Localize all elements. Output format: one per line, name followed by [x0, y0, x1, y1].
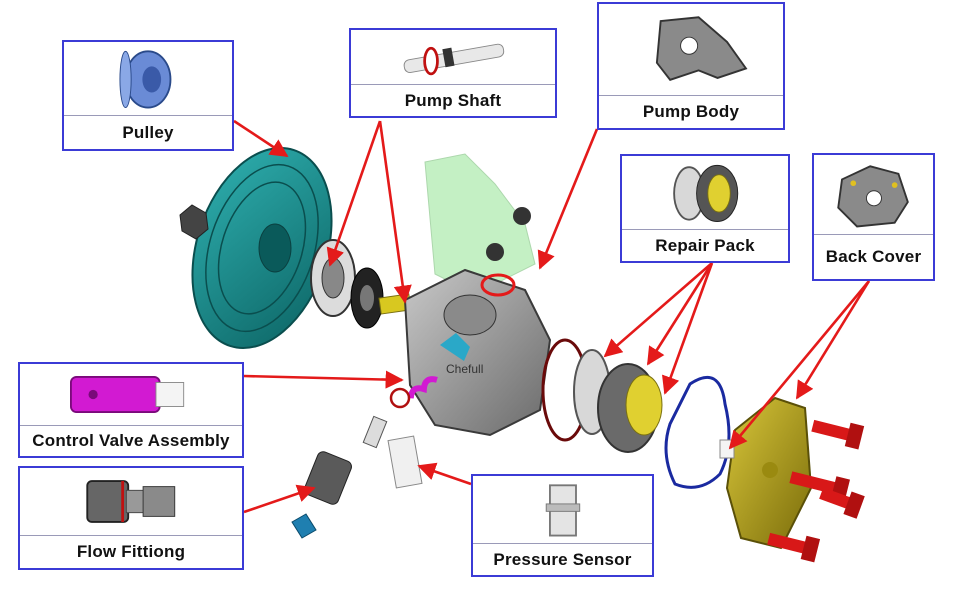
arrow-repair-pack-2 [646, 262, 714, 366]
pulley-part [179, 147, 333, 349]
pulley-thumbnail [64, 42, 232, 116]
bolts [767, 419, 865, 563]
arrow-pulley [233, 119, 289, 158]
callout-pressure-sensor: Pressure Sensor [471, 474, 654, 577]
callout-arrows [233, 119, 871, 514]
arrow-pump-body [537, 128, 599, 270]
pressure-sensor-part [387, 435, 423, 489]
fitting-parts [291, 415, 388, 539]
callout-pump-shaft: Pump Shaft [349, 28, 557, 118]
callout-back-cover: Back Cover [812, 153, 935, 281]
arrow-back-cover-2 [795, 280, 871, 400]
gasket-part [664, 375, 731, 489]
watermark-text: Chefull [446, 362, 484, 376]
pulley-label: Pulley [122, 122, 174, 142]
control-valve-thumbnail [20, 364, 242, 426]
pump-shaft-label: Pump Shaft [404, 90, 502, 110]
arrow-pressure-sensor [417, 462, 472, 486]
arrow-pump-shaft-2 [378, 120, 412, 304]
callout-repair-pack: Repair Pack [620, 154, 790, 263]
pump-body-thumbnail [599, 4, 783, 96]
callout-control-valve: Control Valve Assembly [18, 362, 244, 458]
arrow-pump-shaft-1 [326, 120, 382, 267]
callout-flow-fitting: Flow Fittiong [18, 466, 244, 570]
pump-body-part [403, 153, 552, 437]
pressure-sensor-label: Pressure Sensor [493, 549, 632, 569]
pump-shaft-thumbnail [351, 30, 555, 85]
callout-pump-body: Pump Body [597, 2, 785, 130]
bearing-part [310, 239, 384, 329]
back-cover-label: Back Cover [825, 247, 922, 266]
repair-pack-thumbnail [622, 156, 788, 230]
callout-pulley: Pulley [62, 40, 234, 151]
arrow-back-cover-1 [728, 280, 870, 450]
back-cover-thumbnail [814, 155, 933, 235]
flow-fitting-thumbnail [20, 468, 242, 536]
arrow-repair-pack-3 [662, 262, 714, 395]
repair-pack-part [541, 338, 663, 453]
control-valve-label: Control Valve Assembly [32, 431, 230, 450]
pressure-sensor-thumbnail [473, 476, 652, 544]
flow-fitting-label: Flow Fittiong [76, 542, 186, 561]
arrow-flow-fitting [243, 484, 316, 514]
repair-pack-label: Repair Pack [655, 235, 755, 255]
pump-body-label: Pump Body [642, 102, 740, 121]
arrow-repair-pack-1 [603, 262, 713, 358]
arrow-control-valve [243, 370, 404, 389]
valve-parts [389, 376, 438, 409]
